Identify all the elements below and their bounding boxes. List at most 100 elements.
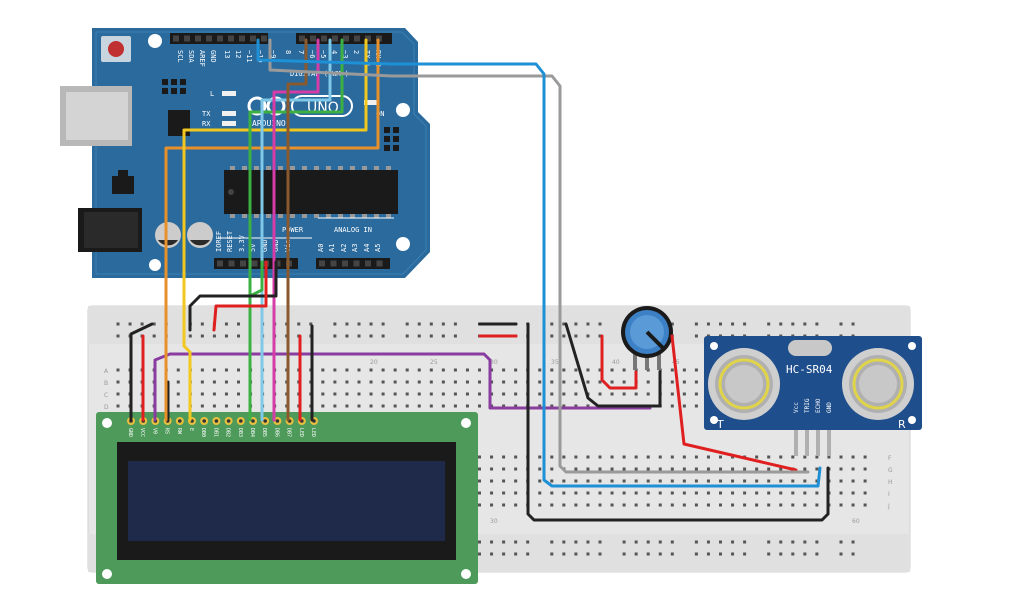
breadboard-hole[interactable] — [297, 322, 301, 326]
breadboard-hole[interactable] — [116, 334, 120, 338]
breadboard-hole[interactable] — [345, 380, 349, 384]
breadboard-hole[interactable] — [598, 380, 602, 384]
breadboard-hole[interactable] — [658, 455, 662, 459]
breadboard-hole[interactable] — [152, 334, 156, 338]
breadboard-hole[interactable] — [779, 322, 783, 326]
breadboard-hole[interactable] — [851, 491, 855, 495]
wire-purple[interactable] — [153, 352, 652, 422]
breadboard-hole[interactable] — [478, 368, 481, 372]
breadboard-hole[interactable] — [622, 455, 626, 459]
breadboard-hole[interactable] — [694, 392, 698, 396]
header-pin[interactable] — [343, 35, 349, 42]
breadboard-hole[interactable] — [658, 467, 662, 471]
breadboard-hole[interactable] — [550, 467, 554, 471]
breadboard-hole[interactable] — [767, 455, 771, 459]
breadboard-hole[interactable] — [333, 368, 337, 372]
header-pin[interactable] — [228, 260, 235, 267]
breadboard-hole[interactable] — [719, 479, 722, 483]
breadboard-hole[interactable] — [851, 467, 855, 471]
breadboard-hole[interactable] — [815, 322, 819, 326]
breadboard-hole[interactable] — [610, 467, 614, 471]
breadboard-hole[interactable] — [514, 455, 518, 459]
breadboard-hole[interactable] — [465, 392, 469, 396]
header-pin[interactable] — [321, 35, 327, 42]
breadboard-hole[interactable] — [490, 392, 494, 396]
breadboard-hole[interactable] — [393, 404, 397, 408]
breadboard-hole[interactable] — [719, 455, 722, 459]
header-pin[interactable] — [239, 35, 245, 42]
breadboard-hole[interactable] — [791, 540, 795, 544]
breadboard-hole[interactable] — [574, 503, 578, 507]
wire-black[interactable] — [564, 322, 662, 408]
breadboard-hole[interactable] — [514, 368, 518, 372]
breadboard-hole[interactable] — [694, 540, 698, 544]
breadboard-hole[interactable] — [574, 404, 578, 408]
breadboard-hole[interactable] — [357, 368, 361, 372]
breadboard-hole[interactable] — [393, 368, 397, 372]
potentiometer[interactable] — [621, 306, 673, 370]
breadboard-hole[interactable] — [670, 404, 674, 408]
breadboard-hole[interactable] — [116, 368, 120, 372]
breadboard-hole[interactable] — [851, 552, 855, 556]
breadboard-hole[interactable] — [622, 491, 626, 495]
breadboard-hole[interactable] — [610, 455, 614, 459]
breadboard-hole[interactable] — [405, 380, 409, 384]
breadboard-hole[interactable] — [670, 322, 674, 326]
breadboard-hole[interactable] — [441, 322, 445, 326]
breadboard-hole[interactable] — [803, 479, 807, 483]
breadboard-hole[interactable] — [490, 479, 494, 483]
breadboard-hole[interactable] — [586, 467, 590, 471]
breadboard-hole[interactable] — [562, 491, 566, 495]
header-pin[interactable] — [195, 35, 201, 42]
breadboard-hole[interactable] — [237, 334, 240, 338]
breadboard-hole[interactable] — [490, 380, 494, 384]
breadboard-hole[interactable] — [634, 455, 638, 459]
breadboard-hole[interactable] — [429, 404, 433, 408]
breadboard-hole[interactable] — [646, 380, 650, 384]
breadboard-hole[interactable] — [200, 322, 204, 326]
breadboard-hole[interactable] — [478, 491, 481, 495]
arduino-uno-board[interactable]: L TX RX ON UNO ARDUINO DIGITAL (PWM~) PO… — [60, 28, 430, 278]
breadboard-hole[interactable] — [694, 552, 698, 556]
breadboard-hole[interactable] — [743, 322, 747, 326]
breadboard-hole[interactable] — [815, 552, 819, 556]
wire-black[interactable] — [526, 322, 830, 522]
wire-red[interactable] — [670, 334, 798, 472]
breadboard-hole[interactable] — [490, 467, 494, 471]
breadboard-hole[interactable] — [550, 540, 554, 544]
breadboard-hole[interactable] — [562, 380, 566, 384]
breadboard-hole[interactable] — [429, 322, 433, 326]
breadboard-hole[interactable] — [550, 552, 554, 556]
breadboard-hole[interactable] — [369, 322, 373, 326]
wire-green[interactable] — [248, 260, 264, 298]
breadboard-hole[interactable] — [562, 479, 566, 483]
breadboard-hole[interactable] — [815, 503, 819, 507]
breadboard-hole[interactable] — [562, 455, 566, 459]
sensor-pin[interactable] — [827, 430, 831, 456]
breadboard-hole[interactable] — [116, 380, 120, 384]
breadboard-hole[interactable] — [128, 322, 132, 326]
header-pin[interactable] — [184, 35, 190, 42]
breadboard-hole[interactable] — [610, 368, 614, 372]
breadboard-hole[interactable] — [791, 322, 795, 326]
breadboard-hole[interactable] — [863, 467, 867, 471]
breadboard-hole[interactable] — [791, 503, 795, 507]
breadboard-hole[interactable] — [694, 491, 698, 495]
breadboard-hole[interactable] — [694, 380, 698, 384]
breadboard-hole[interactable] — [212, 392, 216, 396]
breadboard-hole[interactable] — [670, 368, 674, 372]
breadboard-hole[interactable] — [502, 503, 506, 507]
breadboard-hole[interactable] — [562, 503, 566, 507]
breadboard-hole[interactable] — [176, 380, 180, 384]
header-pin[interactable] — [261, 35, 267, 42]
breadboard-hole[interactable] — [405, 334, 409, 338]
breadboard-hole[interactable] — [598, 491, 602, 495]
breadboard-hole[interactable] — [538, 404, 542, 408]
breadboard-hole[interactable] — [502, 380, 506, 384]
breadboard-hole[interactable] — [478, 479, 481, 483]
breadboard-hole[interactable] — [743, 552, 747, 556]
wire-gray[interactable] — [268, 38, 810, 474]
breadboard-hole[interactable] — [550, 380, 554, 384]
header-pin[interactable] — [365, 260, 371, 267]
breadboard-hole[interactable] — [490, 368, 494, 372]
